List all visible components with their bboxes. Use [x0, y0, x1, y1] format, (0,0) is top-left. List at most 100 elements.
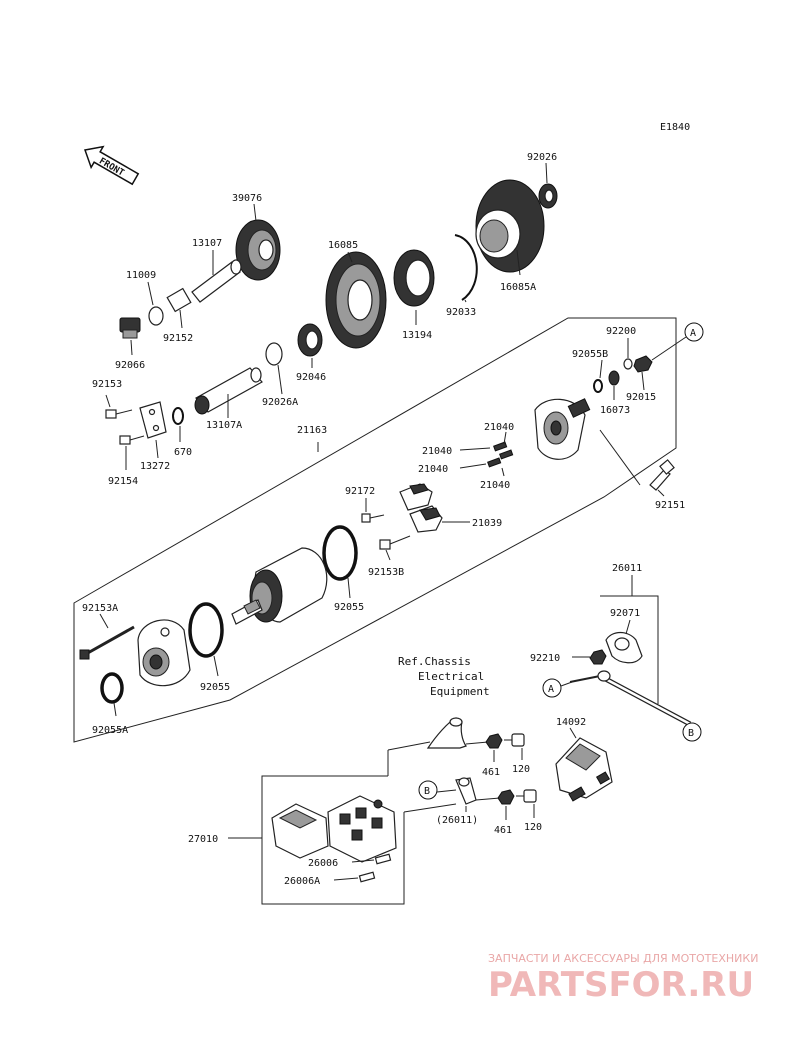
label-461-upper: 461 [482, 767, 500, 778]
label-92153A: 92153A [82, 603, 118, 614]
label-92055-lower: 92055 [200, 682, 230, 693]
starter-cable [569, 670, 692, 727]
bolt-92151 [649, 459, 675, 491]
bolt-92153B [379, 535, 411, 550]
gear-16085 [325, 251, 387, 349]
o-ring-92055-upper [322, 525, 358, 581]
label-26006: 26006 [308, 858, 338, 869]
terminal-bracket-upper [426, 717, 467, 749]
label-13107: 13107 [192, 238, 222, 249]
nut-461-lower [497, 789, 515, 805]
washer-11009 [148, 306, 164, 326]
label-670: 670 [174, 447, 192, 458]
shaft-13107A [194, 367, 263, 415]
label-16085: 16085 [328, 240, 358, 251]
diagram-code: E1840 [660, 122, 690, 133]
connector-a-bottom: A [542, 678, 562, 698]
label-92071: 92071 [610, 608, 640, 619]
label-11009: 11009 [126, 270, 156, 281]
label-13272: 13272 [140, 461, 170, 472]
label-26006A: 26006A [284, 876, 320, 887]
screw-92172 [361, 513, 385, 523]
connector-a-top: A [684, 322, 704, 342]
motor-yoke [231, 547, 328, 625]
label-13194: 13194 [402, 330, 432, 341]
label-26011-paren: (26011) [436, 815, 478, 826]
label-21039: 21039 [472, 518, 502, 529]
label-92055A: 92055A [92, 725, 128, 736]
cover-14092 [555, 737, 613, 802]
washer-92026A [265, 342, 283, 366]
front-cover [137, 619, 191, 687]
watermark-tagline: ЗАПЧАСТИ И АКСЕССУАРЫ ДЛЯ МОТОТЕХНИКИ [488, 952, 758, 965]
bearing-92026 [538, 183, 558, 209]
label-92154: 92154 [108, 476, 138, 487]
plug-92066 [119, 317, 141, 339]
ref-note-line-3: Equipment [430, 685, 490, 698]
ref-note-line-1: Ref.Chassis [398, 655, 471, 668]
label-21040-a: 21040 [484, 422, 514, 433]
label-16085A: 16085A [500, 282, 536, 293]
label-16073: 16073 [600, 405, 630, 416]
front-arrow-icon: FRONT [84, 145, 140, 186]
label-92153: 92153 [92, 379, 122, 390]
relay-box-outline [261, 775, 405, 905]
o-ring-92055B [593, 379, 603, 393]
label-92210: 92210 [530, 653, 560, 664]
part-16073 [608, 370, 620, 386]
fuse-26006 [374, 853, 392, 865]
bolt-120-lower [516, 789, 537, 803]
nut-461-upper [485, 733, 503, 749]
label-21040-d: 21040 [480, 480, 510, 491]
bolt-120-upper [504, 733, 525, 747]
label-39076: 39076 [232, 193, 262, 204]
gear-16085A [475, 179, 545, 273]
cap-92071 [605, 631, 643, 664]
brush-holder-21039 [399, 483, 443, 533]
label-92172: 92172 [345, 486, 375, 497]
label-92033: 92033 [446, 307, 476, 318]
o-ring-92055-lower [188, 602, 224, 658]
fuse-26006A [358, 871, 376, 883]
label-461-lower: 461 [494, 825, 512, 836]
starter-assembly-outline [73, 317, 677, 743]
o-ring-92055A [100, 672, 124, 704]
svg-text:A: A [690, 328, 696, 339]
label-92152: 92152 [163, 333, 193, 344]
label-21040-b: 21040 [422, 446, 452, 457]
label-26011: 26011 [612, 563, 642, 574]
label-21040-c: 21040 [418, 464, 448, 475]
gear-39076 [235, 219, 281, 281]
o-ring-670 [172, 407, 184, 425]
label-92046: 92046 [296, 372, 326, 383]
label-120-lower: 120 [524, 822, 542, 833]
label-92055-upper: 92055 [334, 602, 364, 613]
washer-92200 [623, 358, 633, 370]
nut-92015 [633, 355, 653, 373]
label-92151: 92151 [655, 500, 685, 511]
label-92066: 92066 [115, 360, 145, 371]
nut-92210 [589, 649, 607, 665]
label-92015: 92015 [626, 392, 656, 403]
connector-b-left: B [418, 780, 438, 800]
bushing-92152 [166, 287, 192, 313]
label-27010: 27010 [188, 834, 218, 845]
bolt-92154 [119, 435, 145, 445]
needle-bearing-92046 [297, 323, 323, 357]
label-21163: 21163 [297, 425, 327, 436]
svg-text:B: B [688, 728, 694, 739]
label-92200: 92200 [606, 326, 636, 337]
label-92026A: 92026A [262, 397, 298, 408]
brush-springs-21040 [487, 441, 514, 468]
label-14092: 14092 [556, 717, 586, 728]
svg-text:A: A [548, 684, 554, 695]
end-cover [534, 398, 591, 460]
label-92026: 92026 [527, 152, 557, 163]
connector-b-right: B [682, 722, 702, 742]
plate-13272 [139, 401, 167, 439]
snap-ring-92033 [454, 234, 478, 301]
watermark-logo: PARTSFOR.RU [488, 965, 754, 1005]
ref-note-line-2: Electrical [418, 670, 484, 683]
svg-text:B: B [424, 786, 430, 797]
bolt-92153 [105, 409, 133, 419]
